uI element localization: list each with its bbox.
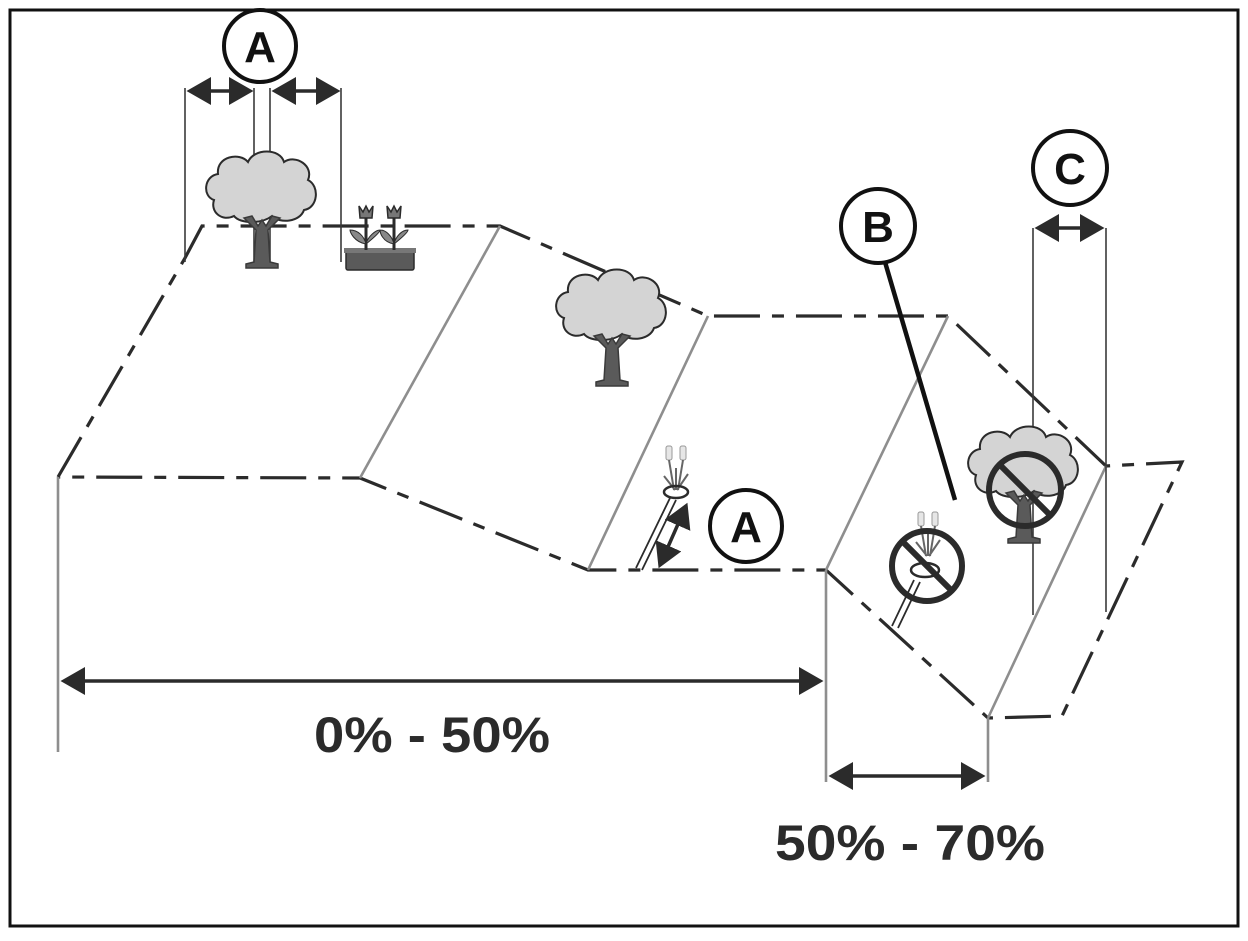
range-label-steep: 50% - 70% bbox=[775, 815, 1045, 871]
no-tree-prohibited-icon bbox=[967, 425, 1079, 544]
no-cattail-prohibited-icon bbox=[889, 511, 965, 629]
tree-icon bbox=[555, 268, 667, 387]
callout-letter: B bbox=[862, 203, 894, 252]
callout-letter: A bbox=[730, 503, 762, 552]
slope-fold-lines bbox=[358, 225, 1108, 719]
callout-b-leader bbox=[882, 261, 958, 501]
flower-planter-icon bbox=[344, 204, 416, 271]
callout-c: C bbox=[1031, 129, 1109, 207]
callout-letter: A bbox=[244, 23, 276, 72]
callout-letter: C bbox=[1054, 145, 1086, 194]
cattail-plant-icon bbox=[635, 445, 690, 571]
dimension-arrows bbox=[60, 77, 1105, 790]
tree-icon bbox=[205, 150, 317, 269]
range-label-gentle: 0% - 50% bbox=[314, 707, 550, 763]
depth-arrow bbox=[655, 502, 691, 569]
callout-a-slope: A bbox=[708, 488, 784, 564]
figure-border bbox=[8, 8, 1240, 928]
callout-a-top: A bbox=[222, 8, 298, 84]
callout-b: B bbox=[839, 187, 917, 265]
